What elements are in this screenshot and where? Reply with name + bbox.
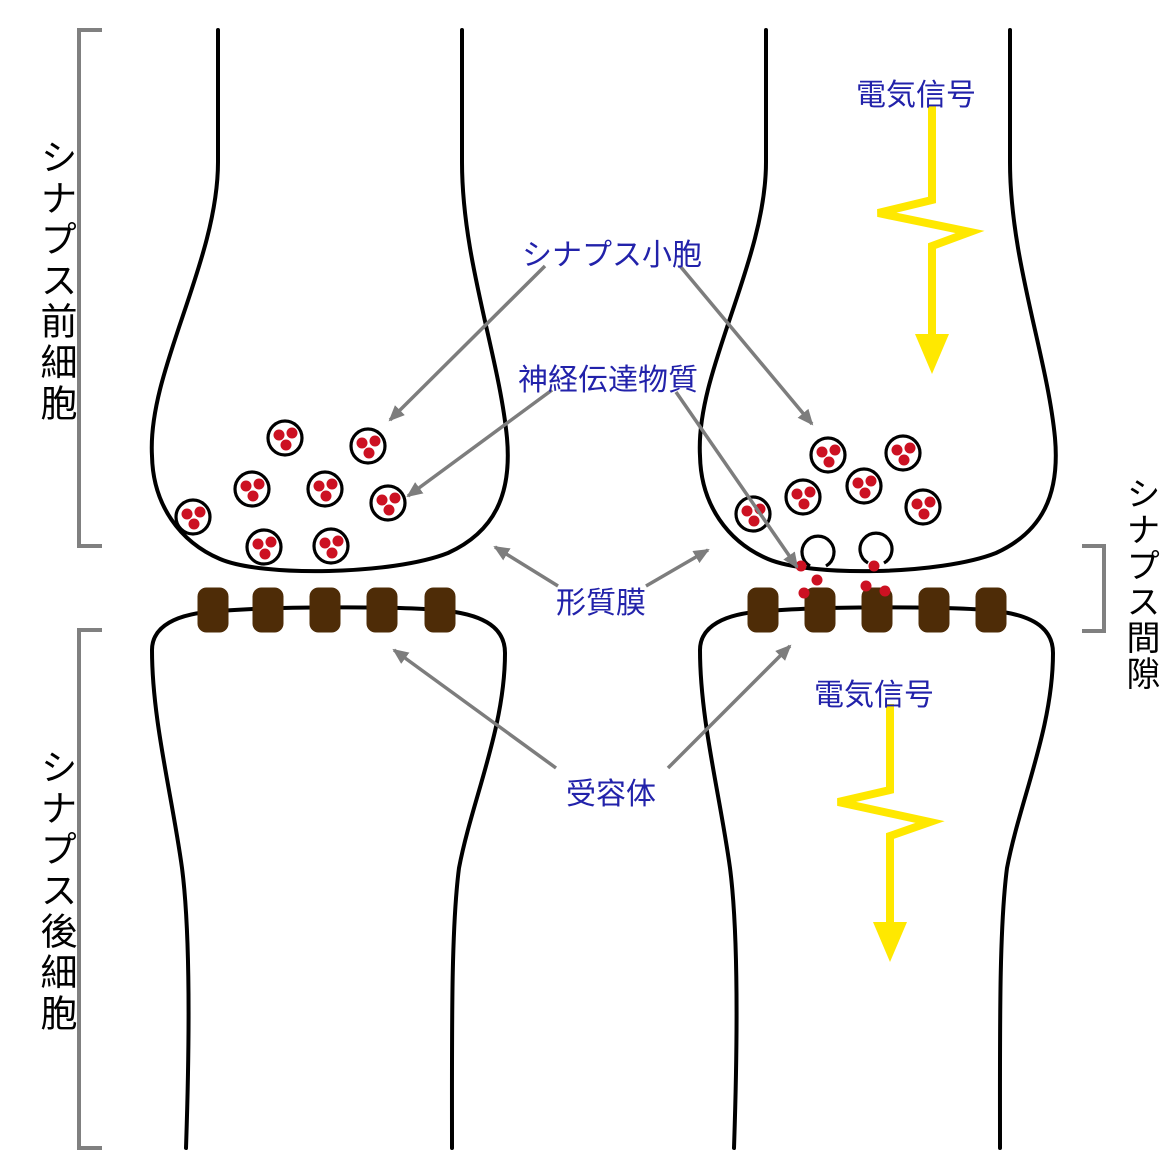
neurotransmitter-dot bbox=[811, 574, 823, 586]
arrow-receptor-right bbox=[666, 644, 792, 770]
neurotransmitter-dot bbox=[795, 560, 807, 572]
synaptic-vesicle bbox=[904, 488, 942, 526]
receptor-block bbox=[918, 587, 950, 633]
synaptic-vesicle bbox=[845, 467, 883, 505]
label-electrical-signal-bottom: 電気信号 bbox=[814, 678, 934, 713]
synaptic-vesicle bbox=[809, 436, 847, 474]
synaptic-vesicle bbox=[266, 419, 304, 457]
receptor-block bbox=[747, 587, 779, 633]
label-plasma-membrane: 形質膜 bbox=[556, 586, 646, 621]
neurotransmitter-dot bbox=[798, 587, 810, 599]
bracket-postsynaptic-cell bbox=[77, 628, 102, 1150]
released-neurotransmitter-dots bbox=[795, 560, 891, 599]
presynaptic-cell-left-shape bbox=[149, 28, 510, 574]
bracket-synaptic-cleft bbox=[1082, 544, 1106, 633]
bolt-arrowhead bbox=[873, 922, 907, 962]
arrow-membrane-left bbox=[493, 545, 559, 588]
synaptic-vesicle bbox=[306, 470, 344, 508]
label-presynaptic-cell: シナプス前細胞 bbox=[34, 138, 77, 425]
synaptic-vesicle bbox=[349, 427, 387, 465]
neurotransmitter-dot bbox=[868, 560, 880, 572]
bolt-line bbox=[877, 106, 985, 336]
bolt-arrowhead bbox=[915, 334, 949, 374]
label-synaptic-cleft: シナプス間隙 bbox=[1120, 476, 1160, 692]
receptor-block bbox=[252, 587, 284, 633]
label-neurotransmitter: 神経伝達物質 bbox=[518, 363, 698, 398]
neurotransmitter-dot bbox=[860, 580, 872, 592]
fusing-vesicle bbox=[800, 534, 836, 568]
receptor-block bbox=[197, 587, 229, 633]
synaptic-vesicle bbox=[174, 498, 212, 536]
receptor-block bbox=[424, 587, 456, 633]
electrical-signal-bolt-bottom bbox=[837, 704, 945, 962]
label-receptor: 受容体 bbox=[566, 777, 656, 812]
electrical-signal-bolt-top bbox=[877, 106, 985, 374]
synaptic-vesicle bbox=[245, 528, 283, 566]
neurotransmitter-dot bbox=[879, 585, 891, 597]
label-synaptic-vesicle: シナプス小胞 bbox=[522, 238, 702, 273]
annotation-arrows bbox=[388, 264, 814, 770]
label-electrical-signal-top: 電気信号 bbox=[856, 78, 976, 113]
arrow-receptor-left bbox=[392, 648, 558, 770]
bracket-presynaptic-cell bbox=[77, 28, 102, 548]
fusing-vesicle bbox=[858, 531, 894, 565]
synaptic-vesicle bbox=[312, 527, 350, 565]
receptor-block bbox=[366, 587, 398, 633]
synaptic-vesicle bbox=[884, 434, 922, 472]
receptor-block bbox=[309, 587, 341, 633]
arrow-vesicle-right bbox=[678, 264, 814, 426]
arrow-membrane-right bbox=[645, 548, 710, 588]
synaptic-vesicle bbox=[369, 484, 407, 522]
bolt-line bbox=[837, 704, 945, 924]
postsynaptic-cell-left-shape bbox=[150, 605, 507, 1150]
arrow-neurotransmitter-left bbox=[406, 388, 554, 498]
arrow-neurotransmitter-right bbox=[674, 391, 799, 569]
synaptic-vesicle bbox=[784, 478, 822, 516]
arrow-vesicle-left bbox=[388, 264, 547, 422]
synaptic-vesicle bbox=[233, 470, 271, 508]
receptor-block bbox=[975, 587, 1007, 633]
label-postsynaptic-cell: シナプス後細胞 bbox=[34, 748, 77, 1035]
